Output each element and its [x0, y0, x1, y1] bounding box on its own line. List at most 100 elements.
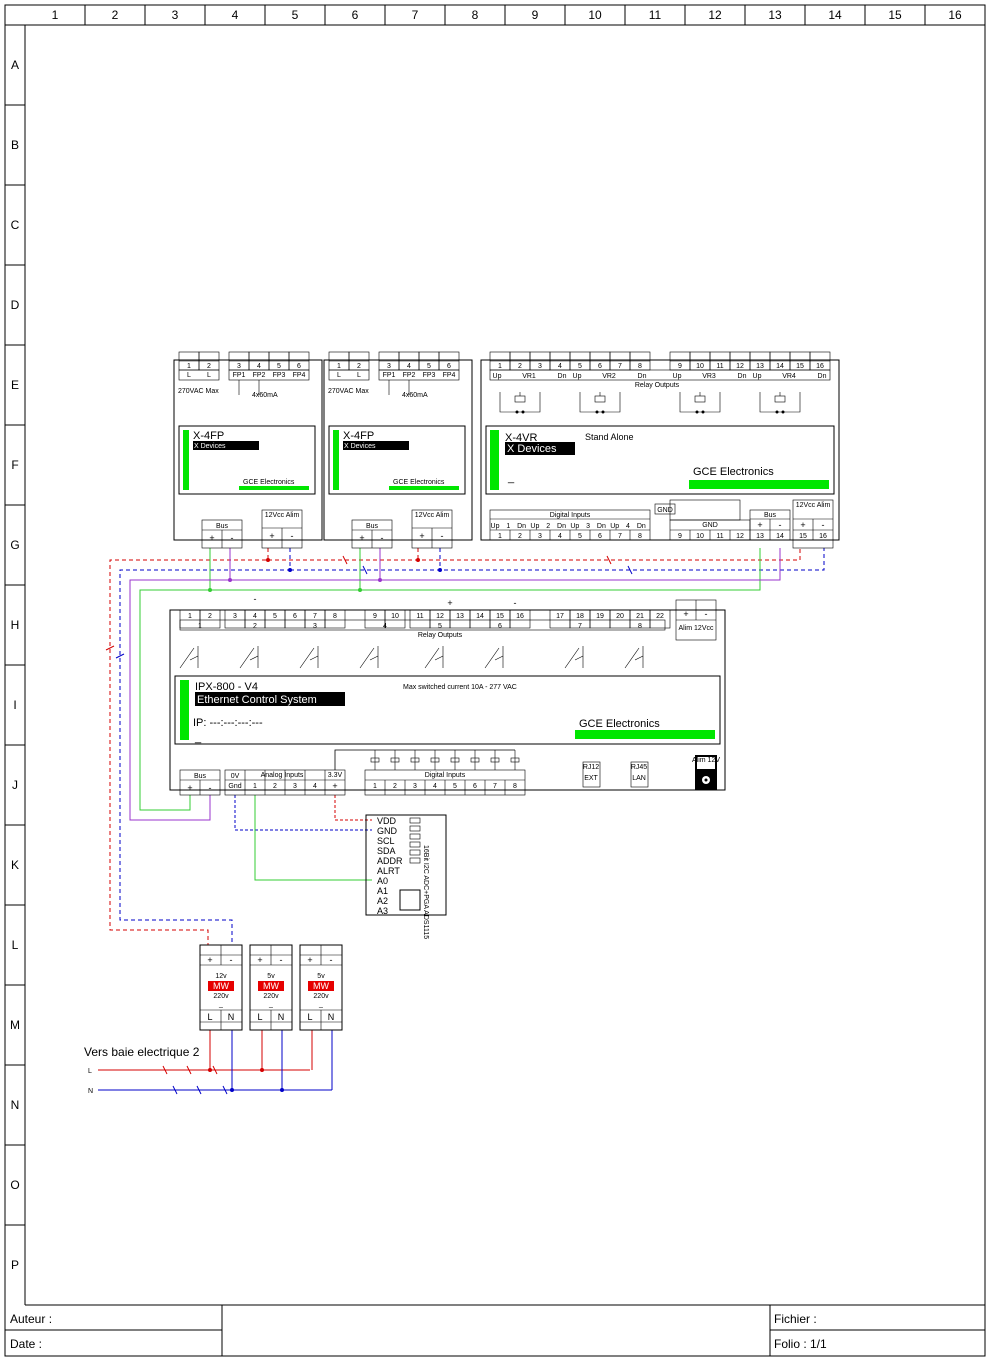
x4vr-gnd-number: 12 — [736, 533, 744, 540]
x4vr-maker-bar — [689, 480, 829, 489]
ipx-subtitle: Ethernet Control System — [197, 694, 317, 706]
x4fp-terminal-number: 4 — [257, 363, 261, 370]
x4fp-voltage: 270VAC Max — [178, 388, 219, 395]
x4vr-terminal-label: Up — [493, 373, 502, 380]
psu-minus: - — [280, 955, 283, 965]
x4vr-terminal-number: 8 — [638, 363, 642, 370]
title-block: Auteur : Date : Fichier : Folio : 1/1 — [5, 1305, 985, 1356]
x4vr-di-sub: 4 — [626, 523, 630, 530]
ipx-rj45: RJ45 — [631, 764, 647, 771]
x4vr-alim-minus: - — [822, 520, 825, 530]
x4fp-status-bar — [183, 430, 189, 490]
column-label: 11 — [649, 8, 662, 22]
x4fp-voltage: 270VAC Max — [328, 388, 369, 395]
ipx-relay-terminal: 17 — [556, 613, 564, 620]
x4fp-terminal-number: 3 — [237, 363, 241, 370]
x4fp-terminal-number: 1 — [187, 363, 191, 370]
ipx-relay-terminal: 6 — [293, 613, 297, 620]
x4vr-di-sub: Dn — [517, 523, 526, 530]
x4fp-alim-minus: - — [441, 531, 444, 541]
row-label: F — [11, 458, 18, 472]
x4fp-bus-minus: - — [231, 533, 234, 543]
ipx-max-current: Max switched current 10A - 277 VAC — [403, 684, 517, 691]
x4fp-maker: GCE Electronics — [393, 479, 445, 486]
ipx-relay-terminal: 5 — [273, 613, 277, 620]
x4vr-alim-plus: + — [800, 520, 805, 530]
ipx-relay-terminal: 3 — [233, 613, 237, 620]
ipx-bus-plus: + — [187, 783, 192, 793]
ipx-rj12: RJ12 — [583, 764, 599, 771]
psu-dash: _ — [318, 1001, 323, 1008]
wire-12v-minus — [119, 548, 291, 945]
x4fp-model: X-4FP — [193, 430, 224, 442]
x4vr-alim-number: 15 — [799, 533, 807, 540]
x4fp-terminal-label: L — [357, 372, 361, 379]
x4fp-terminal-label: FP2 — [403, 372, 416, 379]
ipx-relay-terminal: 21 — [636, 613, 644, 620]
x4vr-terminal-number: 9 — [678, 363, 682, 370]
ipx-relay-terminal: 4 — [253, 613, 257, 620]
psu-voltage: 12v — [215, 973, 227, 980]
x4vr-model: X-4VR — [505, 432, 537, 444]
ipx-analog-number: 4 — [313, 783, 317, 790]
adc-pin-label: ADDR — [377, 856, 403, 866]
ipx-analog-number: 1 — [253, 783, 257, 790]
x4fp-status-bar — [333, 430, 339, 490]
x4fp-terminal-label: FP2 — [253, 372, 266, 379]
ipx-top-dash-2: - — [514, 598, 517, 608]
adc-pin-label: A2 — [377, 896, 388, 906]
ipx-relay-terminal: 1 — [188, 613, 192, 620]
row-label: J — [12, 778, 18, 792]
ipx-relay-terminal: 16 — [516, 613, 524, 620]
x4vr-di-sub: Dn — [597, 523, 606, 530]
ipx-relay-group: 4 — [383, 623, 387, 630]
psu-brand-bg — [258, 981, 284, 991]
row-label: C — [11, 218, 20, 232]
x4fp-terminal-number: 2 — [207, 363, 211, 370]
psu-brand: MW — [263, 981, 279, 991]
ipx-zero-v: 0V — [231, 773, 240, 780]
x4fp-terminal-number: 3 — [387, 363, 391, 370]
x4fp-terminal-number: 2 — [357, 363, 361, 370]
x4fp-terminal-label: L — [187, 372, 191, 379]
x4vr-terminal-number: 12 — [736, 363, 744, 370]
x4vr-di-number: 6 — [598, 533, 602, 540]
x4vr-bus-plus: + — [757, 520, 762, 530]
x4vr-gnd-number: 9 — [678, 533, 682, 540]
x4vr-terminal-number: 14 — [776, 363, 784, 370]
wire-adc-a0 — [254, 795, 372, 881]
row-label: N — [11, 1098, 20, 1112]
wire-bus-minus — [129, 548, 231, 821]
ipx-bus-minus: - — [209, 783, 212, 793]
ipx-ext: EXT — [584, 775, 598, 782]
ipx-analog-number: 3 — [293, 783, 297, 790]
mains-title: Vers baie electrique 2 — [84, 1045, 200, 1059]
psu-dash: _ — [268, 1001, 273, 1008]
folio-label: Folio : 1/1 — [774, 1337, 827, 1351]
row-label: H — [11, 618, 20, 632]
x4fp-terminal-label: FP3 — [423, 372, 436, 379]
ipx-relay-terminal: 13 — [456, 613, 464, 620]
ipx-di-label: Digital Inputs — [425, 772, 466, 779]
x4fp-terminal-number: 5 — [427, 363, 431, 370]
mains-feed: Vers baie electrique 2 L N — [84, 1045, 200, 1095]
ipx-di-number: 6 — [473, 783, 477, 790]
x4vr-terminal-number: 1 — [498, 363, 502, 370]
ipx-relay-group: 8 — [638, 623, 642, 630]
x4vr-di-number: 3 — [538, 533, 542, 540]
x4fp-terminal-label: FP3 — [273, 372, 286, 379]
psu-input: 220v — [263, 993, 279, 1000]
ipx-alim-minus: - — [705, 609, 708, 619]
ipx-top-plus: + — [447, 598, 452, 608]
column-label: 8 — [472, 8, 479, 22]
psu-input: 220v — [313, 993, 329, 1000]
adc-pin-label: SCL — [377, 836, 395, 846]
x4fp-terminal-number: 5 — [277, 363, 281, 370]
wire-adc-gnd — [234, 795, 372, 831]
ipx-3v3: 3.3V — [328, 772, 343, 779]
ipx-alim12-label: Alim 12V — [692, 757, 720, 764]
